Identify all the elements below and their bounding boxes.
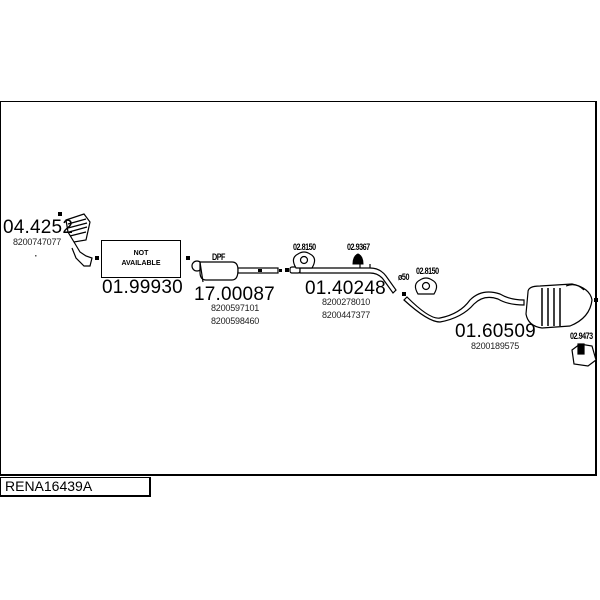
diesel-particulate-filter-icon <box>186 256 282 283</box>
reference-code: RENA16439A <box>0 477 151 497</box>
part-number-dpf[interactable]: 17.00087 <box>194 284 275 305</box>
rear-pipe-icon <box>402 291 525 323</box>
not-available-line-2: AVAILABLE <box>121 260 161 267</box>
part-number-front-pipe[interactable]: 01.99930 <box>102 277 183 298</box>
oem-number: 8200278010 <box>322 297 371 307</box>
fitting-code[interactable]: 02.9367 <box>347 242 370 252</box>
part-number-rear-silencer[interactable]: 01.60509 <box>455 321 536 342</box>
part-number-catalytic[interactable]: 04.4252 <box>3 217 74 238</box>
diagram-frame <box>0 101 597 476</box>
part-number-middle-pipe[interactable]: 01.40248 <box>305 278 386 299</box>
fitting-code[interactable]: 02.8150 <box>416 266 439 276</box>
fitting-code[interactable]: 02.8150 <box>293 242 316 252</box>
oem-number: 8200189575 <box>471 341 520 351</box>
oem-number: 8200447377 <box>322 310 371 320</box>
rubber-mount-icon <box>352 253 364 265</box>
oem-number: 8200598460 <box>211 316 260 326</box>
fitting-code[interactable]: 02.9473 <box>570 331 593 341</box>
oem-number: 8200747077 <box>13 237 62 247</box>
rear-silencer-icon <box>525 283 598 329</box>
rubber-hanger-icon <box>414 277 438 295</box>
rubber-hanger-icon <box>292 251 316 269</box>
catalytic-converter-icon <box>58 212 99 267</box>
clamp-bracket-icon <box>571 343 597 367</box>
not-available-box: NOT AVAILABLE <box>101 240 181 278</box>
diameter-label: ø50 <box>398 272 409 282</box>
dpf-label: DPF <box>212 252 225 262</box>
not-available-line-1: NOT <box>133 250 149 257</box>
oem-number: 8200597101 <box>211 303 260 313</box>
